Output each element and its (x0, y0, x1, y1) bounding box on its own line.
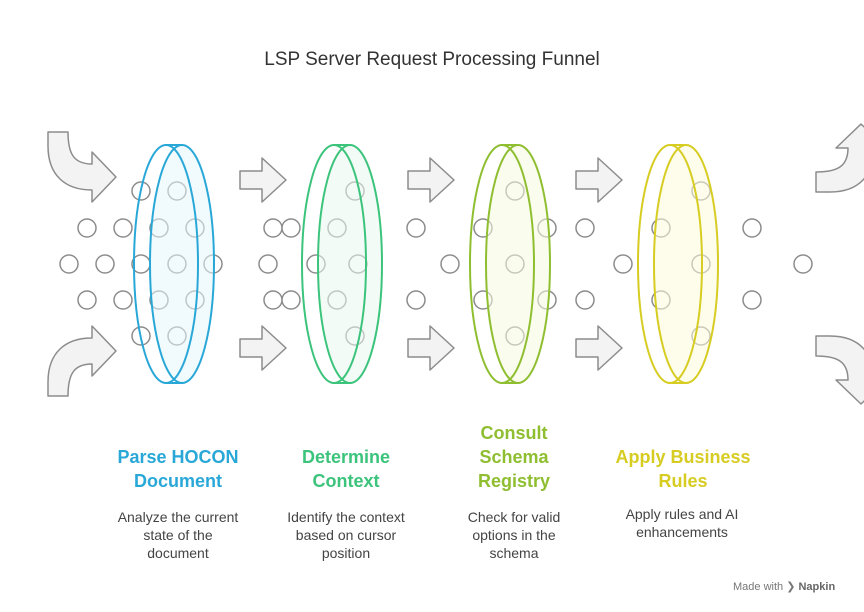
right-arrow-icon (575, 157, 623, 203)
stage-1-description-line-1: Analyze the current (117, 509, 239, 525)
stage-4-ring-back (653, 144, 719, 384)
branding-prefix: Made with (733, 581, 784, 593)
particle-dot (263, 290, 283, 310)
stage-2-label: Determine Context (266, 445, 426, 493)
particle-dot (742, 218, 762, 238)
stage-3-ring-back (485, 144, 551, 384)
particle-dot (281, 290, 301, 310)
curved-arrow-out-top-icon (815, 123, 864, 193)
branding-name: Napkin (798, 581, 836, 593)
napkin-branding: Made with ❯ Napkin (733, 580, 835, 593)
stage-1-description-line-3: document (147, 545, 209, 561)
particle-dot (113, 290, 133, 310)
particle-dot (258, 254, 278, 274)
particle-dot (113, 218, 133, 238)
right-arrow-icon (407, 157, 455, 203)
right-arrow-icon (239, 157, 287, 203)
stage-3-label-line-3: Registry (477, 471, 551, 491)
stage-3-label-line-2: Schema (479, 447, 549, 467)
stage-2-description-line-2: based on cursor (295, 527, 397, 543)
particle-dot (406, 218, 426, 238)
particle-dot (77, 290, 97, 310)
stage-1-label: Parse HOCON Document (98, 445, 258, 493)
particle-dot (613, 254, 633, 274)
particle-dot (59, 254, 79, 274)
stage-1-description: Analyze the current state of the documen… (103, 508, 253, 562)
stage-1-ring-back (149, 144, 215, 384)
right-arrow-icon (575, 325, 623, 371)
particle-dot (575, 218, 595, 238)
stage-3-description-line-3: schema (489, 545, 539, 561)
stage-4-description-line-1: Apply rules and AI (625, 506, 739, 522)
stage-4-label-line-1: Apply Business (615, 447, 751, 467)
particle-dot (263, 218, 283, 238)
stage-4-label-line-2: Rules (658, 471, 708, 491)
stage-4-description-line-2: enhancements (636, 524, 728, 540)
stage-2-description-line-3: position (321, 545, 371, 561)
stage-1-label-line-1: Parse HOCON (117, 447, 239, 467)
particle-dot (406, 290, 426, 310)
right-arrow-icon (407, 325, 455, 371)
curved-arrow-in-top-icon (47, 131, 117, 203)
curved-arrow-out-bottom-icon (815, 335, 864, 405)
stage-3-label-line-1: Consult (480, 423, 548, 443)
right-arrow-icon (239, 325, 287, 371)
stage-4-label: Apply Business Rules (603, 445, 763, 493)
stage-3-label: Consult Schema Registry (434, 421, 594, 493)
stage-1-description-line-2: state of the (143, 527, 213, 543)
stage-2-description: Identify the context based on cursor pos… (271, 508, 421, 562)
stage-2-description-line-1: Identify the context (287, 509, 405, 525)
particle-dot (95, 254, 115, 274)
stage-2-ring-back (317, 144, 383, 384)
stage-4-description: Apply rules and AI enhancements (607, 505, 757, 541)
particle-dot (281, 218, 301, 238)
particle-dot (575, 290, 595, 310)
stage-3-description: Check for valid options in the schema (439, 508, 589, 562)
particle-dot (440, 254, 460, 274)
napkin-logo-icon: ❯ (786, 581, 796, 593)
curved-arrow-in-bottom-icon (47, 325, 117, 397)
stage-3-description-line-1: Check for valid (467, 509, 561, 525)
stage-1-label-line-2: Document (133, 471, 222, 491)
diagram-title: LSP Server Request Processing Funnel (264, 49, 600, 70)
stage-2-label-line-2: Context (312, 471, 380, 491)
stage-3-description-line-2: options in the (472, 527, 556, 543)
particle-dot (77, 218, 97, 238)
stage-2-label-line-1: Determine (301, 447, 391, 467)
particle-dot (742, 290, 762, 310)
particle-dot (793, 254, 813, 274)
